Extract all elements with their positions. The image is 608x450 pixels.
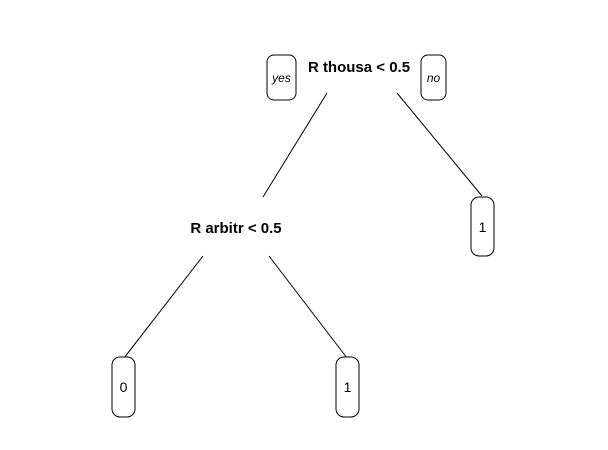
edge-root-to-right-leaf — [396, 92, 483, 197]
edge-left-node-to-leaf-0 — [123, 255, 204, 359]
edge-left-node-to-leaf-1 — [268, 255, 348, 359]
leaf-left-left-label: 0 — [120, 379, 128, 395]
root-node: R thousa < 0.5 — [308, 59, 410, 76]
leaf-left-right: 1 — [335, 356, 360, 418]
leaf-left-right-label: 1 — [344, 379, 352, 395]
left-node: R arbitr < 0.5 — [190, 220, 281, 237]
leaf-right: 1 — [470, 196, 495, 257]
yes-box-shape — [266, 54, 297, 101]
no-box-shape — [420, 54, 447, 101]
leaf-right-box — [470, 196, 495, 257]
leaf-right-label: 1 — [479, 219, 487, 235]
leaf-left-right-box — [335, 356, 360, 418]
no-branch-label: no — [427, 71, 441, 85]
yes-branch-box: yes — [266, 54, 297, 101]
left-node-split-label: R arbitr < 0.5 — [190, 220, 281, 237]
leaf-left-left: 0 — [111, 356, 136, 418]
yes-branch-label: yes — [271, 71, 291, 85]
no-branch-box: no — [420, 54, 447, 101]
leaf-left-left-box — [111, 356, 136, 418]
edge-root-to-left-node — [262, 92, 328, 198]
root-split-label: R thousa < 0.5 — [308, 59, 410, 76]
